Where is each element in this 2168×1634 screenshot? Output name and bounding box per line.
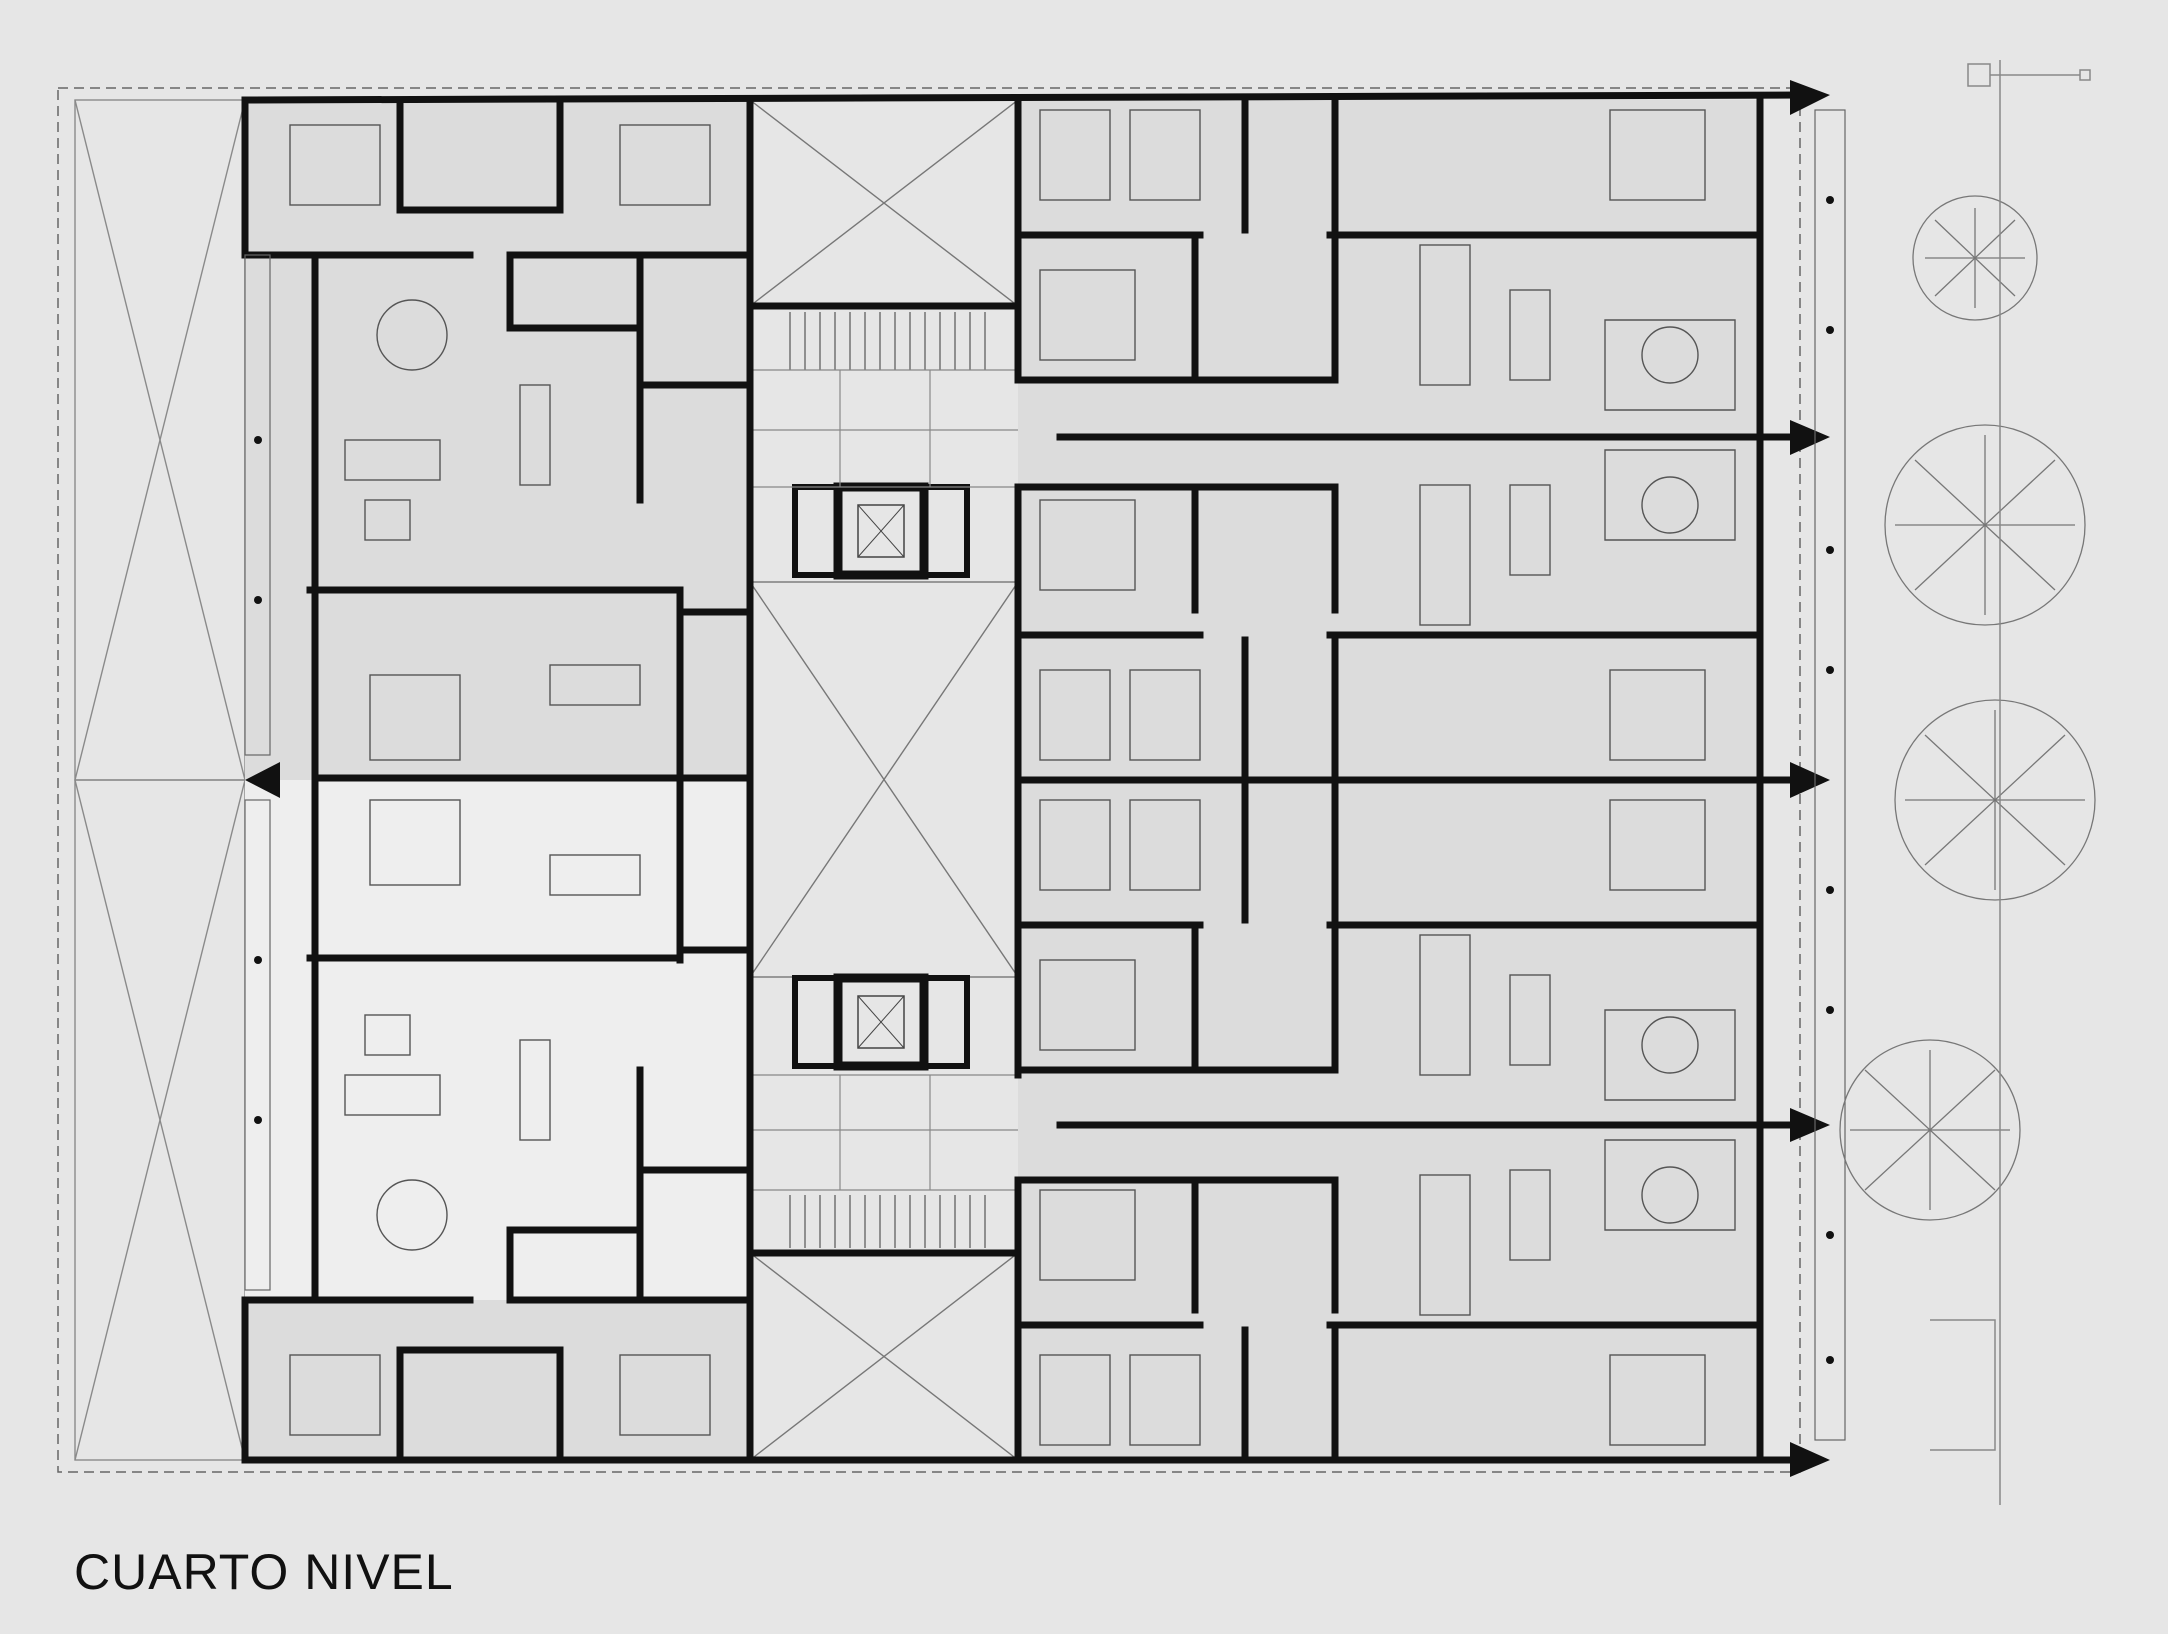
kitchen-islands: [519, 244, 1471, 1316]
corridor-lines: [750, 369, 1018, 1191]
dining-tables: [376, 289, 1551, 1261]
left-setback: [74, 99, 246, 1461]
main-walls: [241, 91, 1804, 1464]
street-edge: [1930, 60, 2091, 1505]
trees: [1839, 195, 2096, 1221]
beds: [289, 109, 1706, 1446]
wall-arrowheads: [245, 80, 1830, 1477]
elevator-south: [792, 973, 970, 1071]
living-furniture: [344, 319, 1736, 1231]
highlighted-unit: [245, 780, 750, 1300]
planters: [244, 109, 1846, 1441]
elevator-north: [792, 482, 970, 580]
drawing-title: CUARTO NIVEL: [74, 1544, 454, 1600]
planter-posts: [254, 196, 1834, 1364]
stair-south: [789, 1195, 986, 1248]
stair-north: [789, 312, 986, 370]
